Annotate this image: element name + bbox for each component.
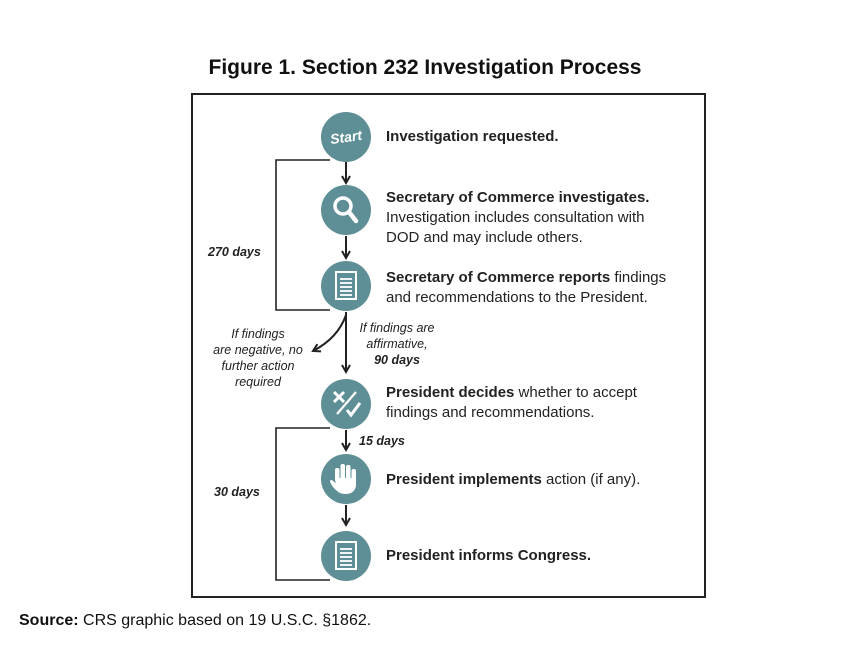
note-negative-line2: are negative, no: [213, 343, 303, 357]
step-4-line2: findings and recommendations.: [386, 404, 595, 421]
bracket-30-days: [275, 427, 330, 581]
step-2-line2: Investigation includes consultation with: [386, 209, 645, 226]
note-affirmative-days: 90 days: [374, 353, 420, 367]
source-note: Source: CRS graphic based on 19 U.S.C. §…: [19, 612, 371, 630]
note-negative-line1: If findings: [231, 327, 285, 341]
step-3-rest: findings: [610, 269, 667, 286]
step-president-decides: President decides whether to accept find…: [386, 383, 637, 423]
figure-title: Figure 1. Section 232 Investigation Proc…: [208, 56, 642, 79]
note-negative-line4: required: [235, 375, 281, 389]
step-4-bold: President decides: [386, 384, 515, 401]
note-affirmative-findings: If findings are affirmative, 90 days: [352, 320, 442, 368]
step-2-bold: Secretary of Commerce investigates.: [386, 189, 650, 206]
step-4-rest: whether to accept: [514, 384, 637, 401]
start-icon: Start: [321, 112, 371, 162]
label-30-days: 30 days: [214, 485, 260, 499]
step-5-bold: President implements: [386, 471, 542, 488]
step-president-implements: President implements action (if any).: [386, 470, 640, 490]
note-negative-findings: If findings are negative, no further act…: [203, 326, 313, 390]
step-commerce-investigates: Secretary of Commerce investigates. Inve…: [386, 188, 649, 248]
document-icon: [321, 261, 371, 311]
step-2-line3: DOD and may include others.: [386, 229, 583, 246]
magnifier-icon: [321, 185, 371, 235]
note-negative-line3: further action: [221, 359, 295, 373]
note-affirmative-line1: If findings are: [359, 321, 435, 335]
decision-icon: [321, 379, 371, 429]
step-6-bold: President informs Congress.: [386, 547, 592, 564]
bracket-270-days: [275, 159, 330, 311]
step-investigation-requested: Investigation requested.: [386, 127, 559, 147]
source-text: CRS graphic based on 19 U.S.C. §1862.: [78, 612, 372, 629]
start-icon-label: Start: [329, 127, 364, 147]
step-5-rest: action (if any).: [541, 471, 641, 488]
step-3-line2: and recommendations to the President.: [386, 289, 648, 306]
diagram-frame: [191, 93, 706, 598]
note-affirmative-line2: affirmative,: [366, 337, 428, 351]
step-commerce-reports: Secretary of Commerce reports findings a…: [386, 268, 666, 308]
hand-icon: [321, 454, 371, 504]
arrow-negative: [313, 314, 347, 351]
label-270-days: 270 days: [208, 245, 261, 259]
step-president-informs: President informs Congress.: [386, 546, 591, 566]
document-icon: [321, 531, 371, 581]
step-3-bold: Secretary of Commerce reports: [386, 269, 611, 286]
source-label: Source:: [19, 612, 79, 629]
label-15-days: 15 days: [359, 434, 405, 448]
step-1-bold: Investigation requested.: [386, 128, 559, 145]
